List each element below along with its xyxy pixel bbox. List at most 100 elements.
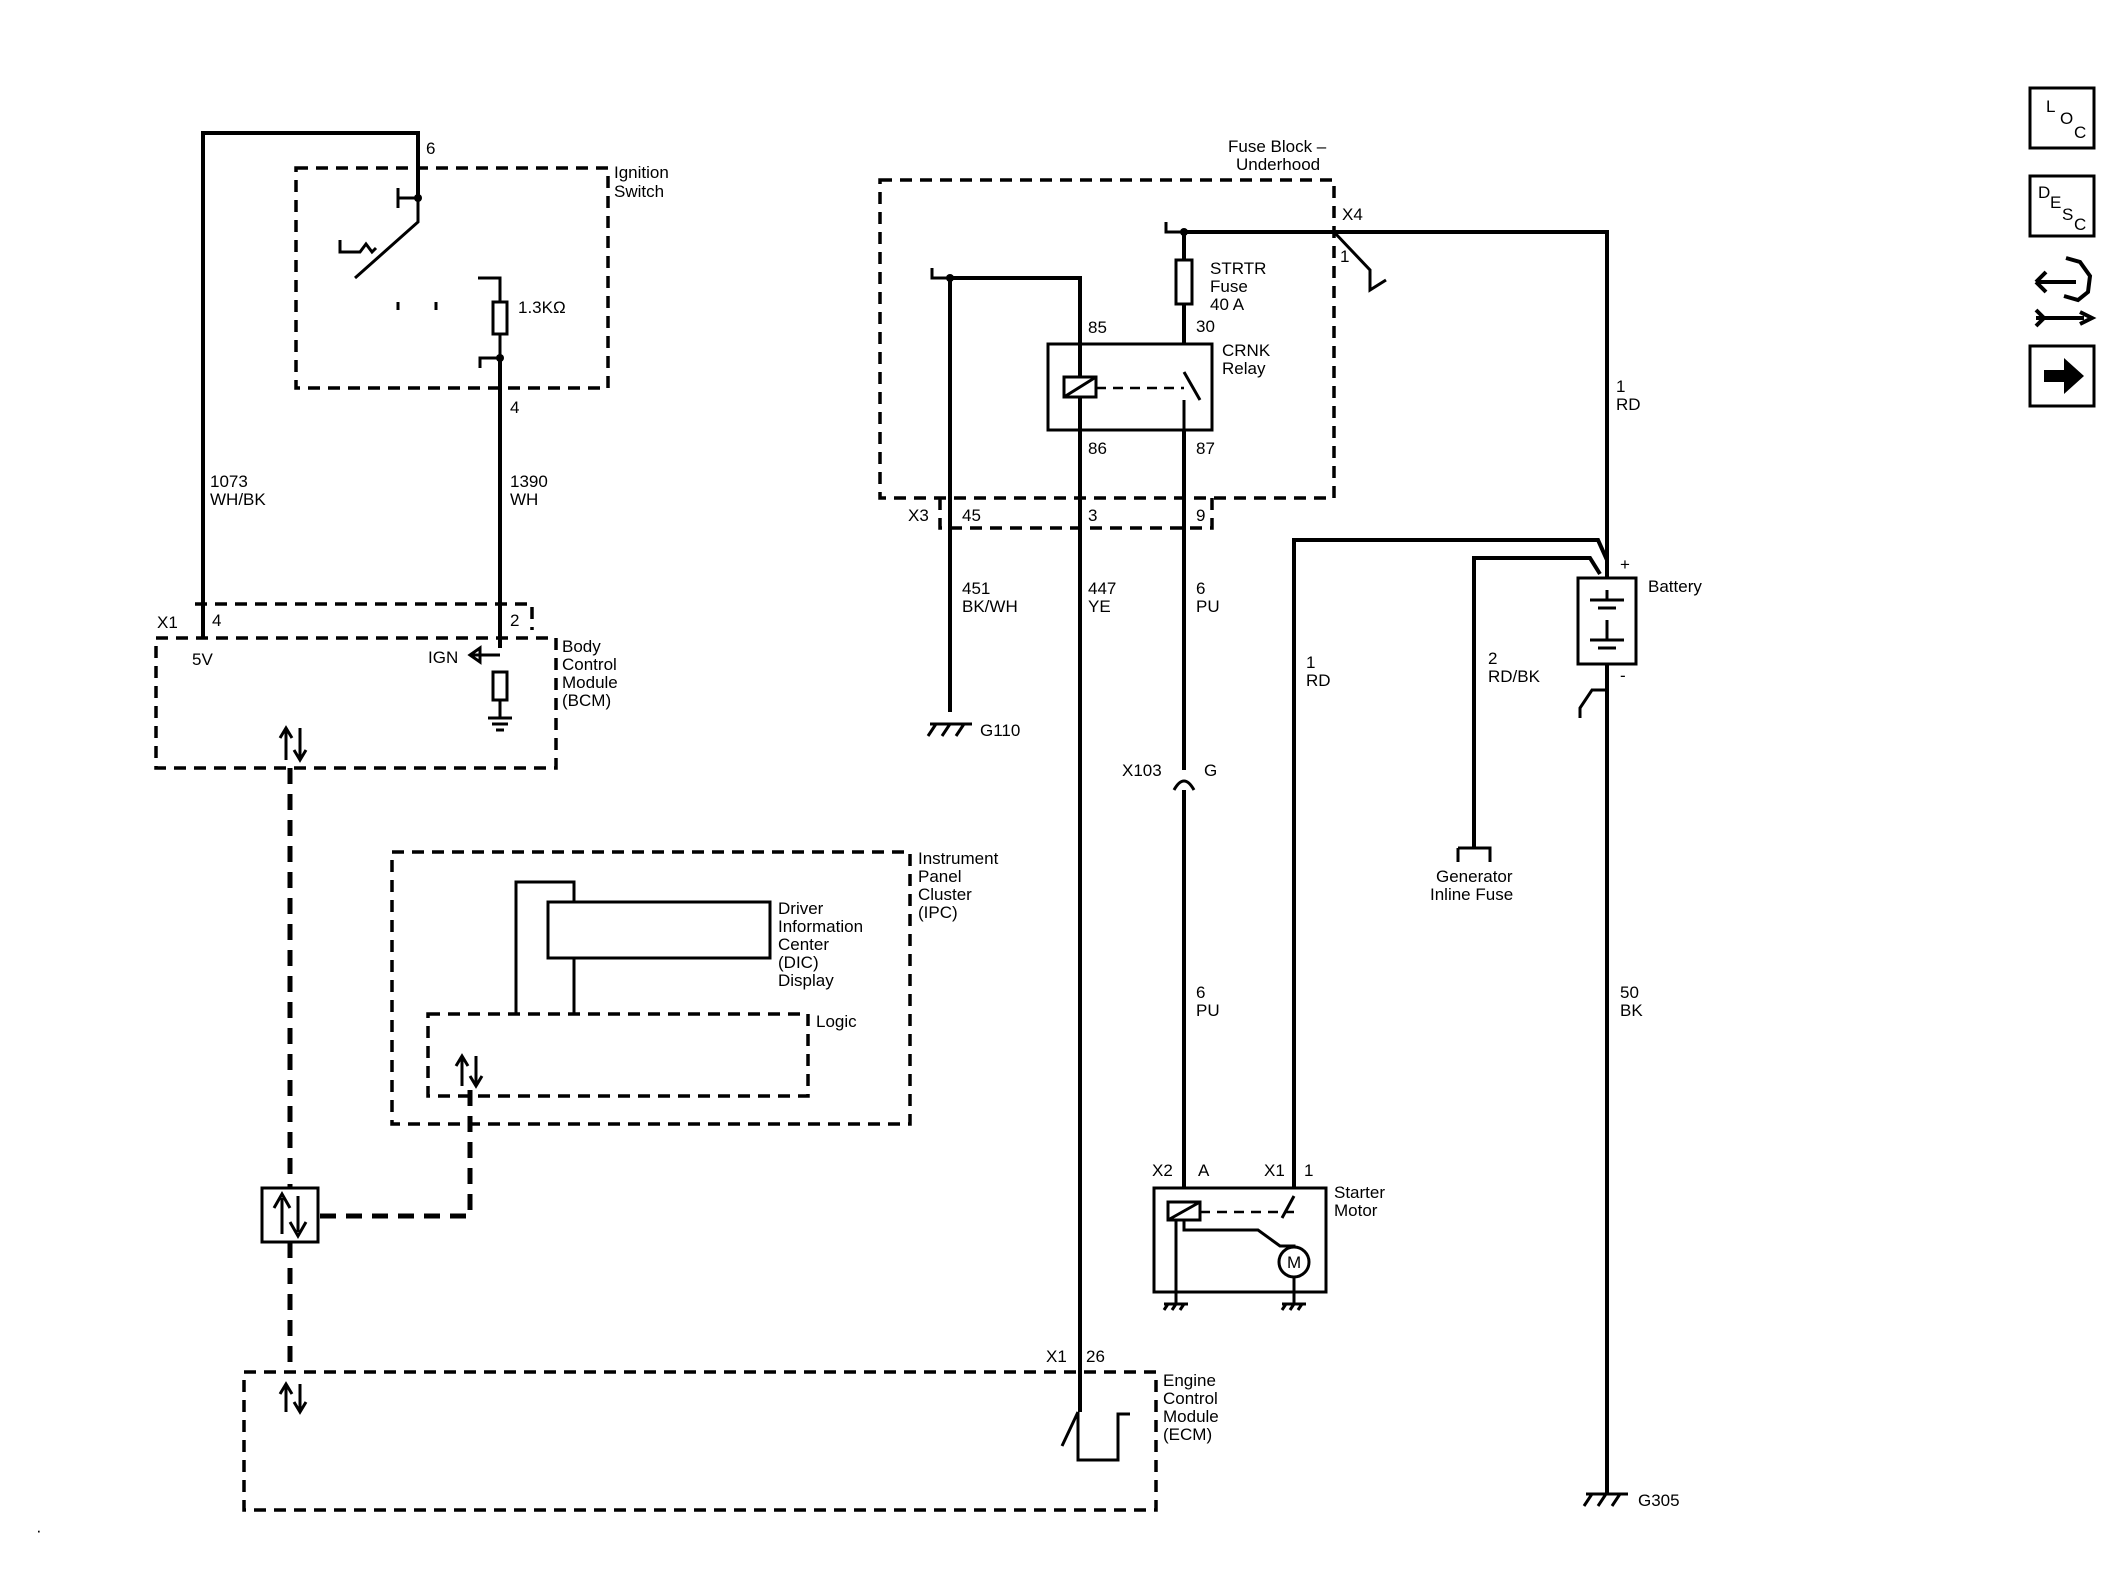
desc-button-frame[interactable] bbox=[2028, 174, 2096, 238]
dic-label-3: Center bbox=[778, 935, 829, 954]
wire-6-upper-color: PU bbox=[1196, 597, 1220, 616]
generator-fuse-symbol bbox=[1456, 846, 1492, 862]
bcm-internal-ground bbox=[488, 700, 512, 732]
connector-tool-plug bbox=[2063, 256, 2093, 303]
pin-bcm-2: 2 bbox=[510, 611, 519, 630]
right-arrow-icon bbox=[2044, 358, 2084, 394]
starter-ground-right bbox=[1280, 1277, 1306, 1311]
loc-letter-l: L bbox=[2046, 97, 2055, 116]
pin-ign-4: 4 bbox=[510, 398, 519, 417]
pin-x3-45: 45 bbox=[962, 506, 981, 525]
gateway-down-arrow-icon bbox=[288, 1196, 308, 1240]
wire-6-lower-number: 6 bbox=[1196, 983, 1205, 1002]
gateway-up-arrow-icon bbox=[272, 1190, 292, 1234]
pin-x3-3: 3 bbox=[1088, 506, 1097, 525]
resistor-symbol bbox=[491, 300, 509, 336]
engine-control-module: Engine Control Module (ECM) X1 26 bbox=[242, 1347, 1219, 1512]
ignition-switch-boundary bbox=[294, 166, 610, 390]
bcm-boundary bbox=[154, 636, 558, 770]
battery-cells-icon bbox=[1590, 590, 1624, 650]
fuse-block-boundary bbox=[878, 178, 1336, 500]
strtr-fuse-label-2: Fuse bbox=[1210, 277, 1248, 296]
wire-1-rd-starter bbox=[1292, 538, 1609, 1196]
ground-g305: G305 bbox=[1582, 1491, 1680, 1510]
crnk-relay-label-2: Relay bbox=[1222, 359, 1266, 378]
starter-connector-x2: X2 bbox=[1152, 1161, 1173, 1180]
dic-logic-link bbox=[514, 880, 576, 1014]
pin-ecm-26: 26 bbox=[1086, 1347, 1105, 1366]
crnk-relay-label-1: CRNK bbox=[1222, 341, 1271, 360]
bcm-label-3: Module bbox=[562, 673, 618, 692]
starter-motor-label-2: Motor bbox=[1334, 1201, 1378, 1220]
connector-hook-fuse-bus bbox=[1164, 222, 1184, 234]
dic-label-4: (DIC) bbox=[778, 953, 819, 972]
ipc-label-3: Cluster bbox=[918, 885, 972, 904]
connector-tool-icon[interactable] bbox=[2028, 250, 2098, 330]
connector-hook-fuse-85 bbox=[930, 268, 950, 280]
corner-mark: · bbox=[36, 1521, 42, 1540]
bcm-label-4: (BCM) bbox=[562, 691, 611, 710]
pin-starter-a: A bbox=[1198, 1161, 1210, 1180]
desc-letter-e: E bbox=[2050, 193, 2061, 212]
pin-bcm-4: 4 bbox=[212, 611, 221, 630]
wire-50-bk-number: 50 bbox=[1620, 983, 1639, 1002]
bcm-ign-input-arrow bbox=[467, 645, 500, 665]
switch-actuator bbox=[338, 240, 378, 255]
wire-1073-number: 1073 bbox=[210, 472, 248, 491]
battery-label: Battery bbox=[1648, 577, 1702, 596]
pin-x3-9: 9 bbox=[1196, 506, 1205, 525]
desc-button[interactable]: D E S C bbox=[2028, 174, 2096, 238]
dic-display bbox=[546, 900, 772, 960]
ground-g305-label: G305 bbox=[1638, 1491, 1680, 1510]
generator-fuse-label-2: Inline Fuse bbox=[1430, 885, 1513, 904]
wire-1-rd-starter-number: 1 bbox=[1306, 653, 1315, 672]
wire-1-rd-starter-color: RD bbox=[1306, 671, 1331, 690]
serial-data-gateway bbox=[260, 1186, 320, 1244]
bcm-data-arrows-icon bbox=[278, 725, 308, 763]
gateway-box bbox=[260, 1186, 320, 1244]
desc-letter-s: S bbox=[2062, 205, 2073, 224]
loc-button[interactable]: L O C bbox=[2028, 86, 2096, 150]
battery-negative-hook bbox=[1578, 688, 1607, 718]
wire-1390-number: 1390 bbox=[510, 472, 548, 491]
wire-451-color: BK/WH bbox=[962, 597, 1018, 616]
relay-85-feed bbox=[950, 276, 1082, 377]
connector-hook-ign-bottom bbox=[478, 356, 500, 368]
connector-x3-label: X3 bbox=[908, 506, 929, 525]
bcm-connector-x1 bbox=[195, 602, 534, 630]
connector-hook-ign-top bbox=[396, 188, 418, 208]
bcm-ign-label: IGN bbox=[428, 648, 458, 667]
generator-fuse-label-1: Generator bbox=[1436, 867, 1513, 886]
pin-ign-6: 6 bbox=[426, 139, 435, 158]
wire-451-number: 451 bbox=[962, 579, 990, 598]
serial-data-gateway-ipc bbox=[320, 1090, 473, 1219]
connector-x103-label: X103 bbox=[1122, 761, 1162, 780]
strtr-fuse-label-1: STRTR bbox=[1210, 259, 1266, 278]
pin-x4-1: 1 bbox=[1340, 247, 1349, 266]
battery: Battery + - bbox=[1576, 555, 1702, 685]
loc-letter-c: C bbox=[2074, 123, 2086, 142]
bcm-label-1: Body bbox=[562, 637, 601, 656]
switch-contact bbox=[354, 198, 420, 280]
pin-starter-1: 1 bbox=[1304, 1161, 1313, 1180]
ignition-switch-label-1: Ignition bbox=[614, 163, 669, 182]
dic-label-2: Information bbox=[778, 917, 863, 936]
strtr-fuse-symbol bbox=[1174, 258, 1194, 306]
starter-motor-label-1: Starter bbox=[1334, 1183, 1385, 1202]
loc-letter-o: O bbox=[2060, 109, 2073, 128]
pin-relay-30: 30 bbox=[1196, 317, 1215, 336]
ecm-data-arrows-icon bbox=[278, 1381, 308, 1415]
bcm-pulldown-resistor bbox=[491, 670, 509, 702]
resistor-value: 1.3KΩ bbox=[518, 298, 566, 317]
ground-g110-label: G110 bbox=[980, 721, 1020, 740]
dic-label-5: Display bbox=[778, 971, 834, 990]
ipc-label-1: Instrument bbox=[918, 849, 999, 868]
desc-letter-d: D bbox=[2038, 183, 2050, 202]
wire-447-color: YE bbox=[1088, 597, 1111, 616]
next-button[interactable] bbox=[2028, 344, 2096, 408]
ecm-label-1: Engine bbox=[1163, 1371, 1216, 1390]
ipc-logic-label: Logic bbox=[816, 1012, 857, 1031]
ignition-switch-label-2: Switch bbox=[614, 182, 664, 201]
starter-solenoid-slash bbox=[1167, 1200, 1201, 1222]
loc-button-frame[interactable] bbox=[2028, 86, 2096, 150]
